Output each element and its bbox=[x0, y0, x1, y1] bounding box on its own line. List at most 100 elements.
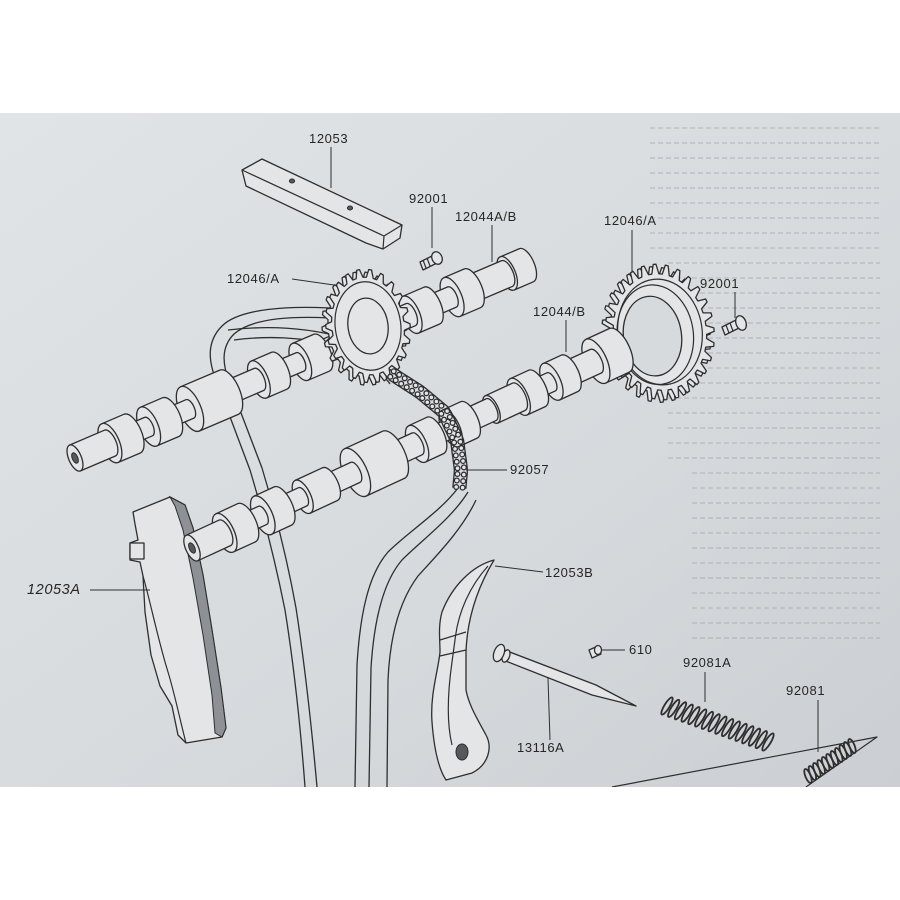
camshaft-segment bbox=[499, 247, 538, 291]
camshaft-segment bbox=[509, 369, 550, 416]
camshaft-segment bbox=[585, 327, 634, 384]
chain-link-pin bbox=[443, 422, 450, 429]
chain-link-pin bbox=[428, 394, 435, 401]
chain-link-pin bbox=[451, 445, 459, 452]
camshaft-segment bbox=[139, 396, 184, 447]
camshaft-segment bbox=[215, 502, 260, 553]
sprocket-root-circle bbox=[334, 281, 402, 371]
camshaft-segment bbox=[443, 268, 485, 317]
chain-link-pin bbox=[460, 464, 467, 471]
chain-link-pin bbox=[451, 439, 458, 446]
spring-coil bbox=[734, 722, 748, 742]
leader-12053b bbox=[494, 565, 544, 573]
camshaft-segment bbox=[250, 351, 292, 399]
chain-link-pin bbox=[453, 458, 460, 465]
camshaft-segment bbox=[253, 485, 296, 535]
camshaft-segment bbox=[408, 416, 448, 463]
chain-link-pin bbox=[429, 403, 436, 410]
leader-12046a-left bbox=[291, 278, 335, 286]
chain-link-pin bbox=[409, 387, 416, 394]
spring-coil bbox=[707, 713, 721, 733]
chain-link-pin bbox=[449, 434, 456, 441]
guide-12053A-edge bbox=[142, 575, 187, 744]
sprocket-12046A-left bbox=[321, 268, 411, 386]
guide-12053B-pivot-hole bbox=[455, 743, 469, 761]
chain-link-pin bbox=[454, 465, 461, 472]
camshaft-oil-hole bbox=[71, 452, 79, 464]
callout-12046a-left: 12046/A bbox=[227, 271, 280, 286]
chain-link-pin bbox=[446, 413, 453, 421]
guide-12053B-edge bbox=[447, 565, 489, 746]
camshaft-lower bbox=[183, 327, 634, 562]
guide-12053B-body bbox=[431, 559, 495, 781]
callout-12044b: 12044/B bbox=[533, 304, 586, 319]
chain-link-pin bbox=[438, 402, 445, 409]
spring-coil bbox=[747, 727, 762, 747]
assembly-guide-lines bbox=[611, 736, 878, 787]
chain-link-pin bbox=[423, 390, 430, 397]
leader-lines bbox=[90, 147, 819, 752]
guide-12053-body bbox=[241, 158, 403, 250]
cam-chain-92057 bbox=[209, 306, 477, 787]
spring-coil bbox=[680, 703, 694, 723]
callout-12053a: 12053A bbox=[27, 582, 81, 598]
chain-link-pin bbox=[387, 373, 394, 380]
chain-guide-12053 bbox=[241, 158, 403, 250]
callout-13116a: 13116A bbox=[517, 740, 564, 755]
chain-link-edge bbox=[388, 378, 455, 488]
callout-610: 610 bbox=[629, 642, 653, 657]
spring-coil bbox=[673, 701, 688, 721]
chain-right-run-outer bbox=[354, 487, 459, 787]
chain-link-pin bbox=[407, 378, 414, 385]
spring-coil bbox=[667, 698, 681, 718]
chain-link-pin bbox=[403, 384, 410, 391]
cam-chain-links bbox=[387, 367, 468, 491]
guide-12053B-notch bbox=[439, 631, 467, 657]
chain-link-pin bbox=[398, 380, 405, 387]
chain-link-pin bbox=[438, 410, 445, 417]
chain-left-run-outer bbox=[209, 306, 331, 787]
bottom-margin bbox=[0, 787, 900, 900]
chain-link-pin bbox=[392, 377, 399, 384]
callout-12044ab: 12044A/B bbox=[455, 209, 517, 224]
callout-92081: 92081 bbox=[786, 683, 825, 698]
camshaft-segment bbox=[101, 413, 145, 464]
chain-link-pin bbox=[459, 484, 466, 491]
camshaft-assembly bbox=[66, 247, 715, 562]
chain-link-pin bbox=[458, 445, 465, 452]
push-rod-13116A bbox=[492, 643, 637, 707]
spring-92081A bbox=[660, 696, 775, 752]
chain-link-pin bbox=[459, 451, 466, 458]
bolt-thread bbox=[422, 257, 431, 269]
chain-link-pin bbox=[433, 398, 440, 405]
guide-12053-hole bbox=[288, 178, 296, 184]
callout-92057: 92057 bbox=[510, 462, 549, 477]
guide-12053-top-edge bbox=[241, 169, 403, 250]
callout-12046a-right: 12046/A bbox=[604, 213, 657, 228]
callout-12053: 12053 bbox=[309, 131, 348, 146]
chain-link-pin bbox=[446, 428, 453, 435]
spring-coil bbox=[714, 715, 728, 735]
top-margin bbox=[0, 0, 900, 113]
chain-link-pin bbox=[460, 478, 467, 485]
chain-link-pin bbox=[453, 483, 460, 491]
chain-link-pin bbox=[452, 425, 459, 432]
guide-12053-hole bbox=[346, 205, 354, 211]
chain-link-pin bbox=[434, 407, 441, 414]
chain-link-pin bbox=[457, 438, 464, 445]
chain-link-pin bbox=[424, 399, 431, 406]
chain-link-pin bbox=[390, 368, 397, 375]
chain-link-pin bbox=[460, 471, 467, 478]
bolt-head bbox=[734, 315, 748, 331]
chain-link-pin bbox=[401, 375, 408, 382]
chain-link-pin bbox=[455, 431, 462, 438]
spring-coil bbox=[660, 696, 674, 716]
chain-link-pin bbox=[414, 391, 421, 398]
spring-coil bbox=[761, 732, 775, 752]
chain-right-run-back bbox=[386, 499, 477, 787]
bolt-thread bbox=[725, 322, 734, 334]
bolt-92001-right bbox=[721, 315, 748, 336]
spring-coil bbox=[721, 718, 735, 738]
chain-link-pin bbox=[444, 408, 451, 415]
springs bbox=[660, 696, 857, 784]
